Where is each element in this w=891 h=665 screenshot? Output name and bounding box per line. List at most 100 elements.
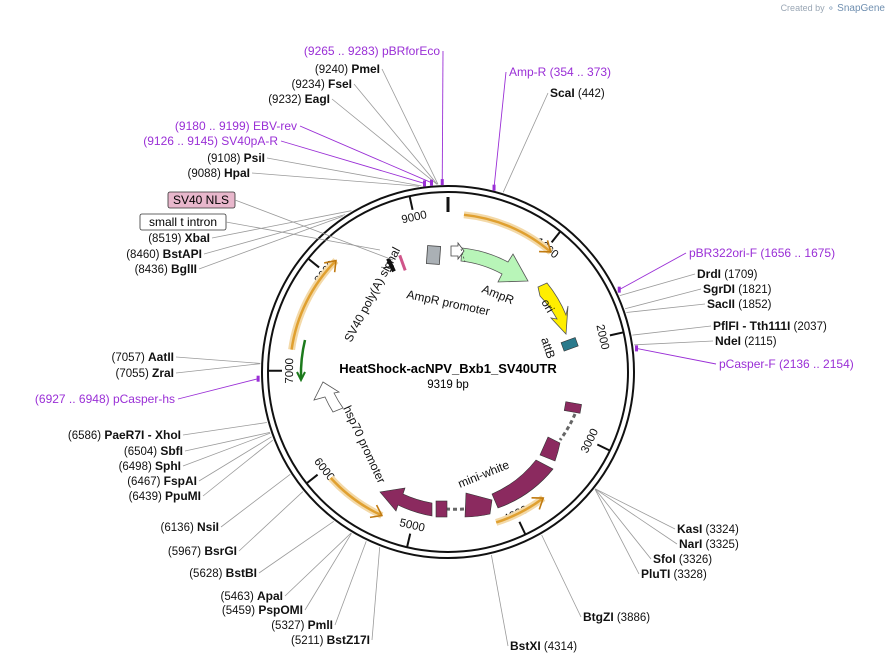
site-position: (8519) (148, 233, 184, 245)
primer-label[interactable]: (9126 .. 9145) SV40pA-R (143, 134, 278, 148)
site-label-left[interactable]: (6504) SbfI (124, 444, 183, 458)
site-label-right[interactable]: ScaI (442) (550, 86, 605, 100)
site-label-left[interactable]: (6498) SphI (119, 459, 181, 473)
site-position: (1852) (735, 299, 772, 311)
primer-label[interactable]: pBR322ori-F (1656 .. 1675) (689, 246, 835, 260)
site-leader (626, 303, 706, 313)
site-label-right[interactable]: BstXI (4314) (510, 639, 577, 653)
site-name: NsiI (197, 520, 219, 534)
site-name: PflFI - Tth111I (713, 319, 790, 333)
site-label-right[interactable]: PflFI - Tth111I (2037) (713, 319, 827, 333)
primer-label[interactable]: Amp-R (354 .. 373) (509, 65, 611, 79)
orf-arrow[interactable] (463, 213, 552, 253)
mini-white-exon-1[interactable] (563, 401, 582, 414)
orf-arrow[interactable] (290, 259, 337, 350)
site-label-left[interactable]: (9234) FseI (292, 77, 352, 91)
tick-label: 7000 (284, 358, 296, 384)
site-label-left[interactable]: (8519) XbaI (148, 231, 210, 245)
mini-white-exon-4[interactable] (464, 492, 493, 518)
mini-white-exon-3[interactable] (491, 459, 554, 509)
orf-arrow[interactable] (495, 497, 544, 524)
site-position: (8460) (126, 249, 162, 261)
primer-name: Amp-R (509, 65, 550, 79)
site-position: (5628) (189, 568, 225, 580)
site-leader (541, 534, 582, 618)
site-label-left[interactable]: (5628) BstBI (189, 566, 257, 580)
ampr-feature[interactable] (460, 247, 529, 283)
primer-range: (2136 .. 2154) (779, 357, 854, 371)
site-label-left[interactable]: (7057) AatII (112, 350, 174, 364)
site-leader (211, 210, 352, 239)
site-leader (266, 157, 422, 187)
site-leader (220, 473, 291, 528)
site-label-left[interactable]: (6439) PpuMI (129, 489, 201, 503)
primer-label[interactable]: (9265 .. 9283) pBRforEco (304, 44, 440, 58)
tick-label: 5000 (398, 517, 426, 535)
site-label-left[interactable]: (9108) PsiI (207, 151, 265, 165)
ampr-promoter-feature[interactable] (425, 245, 442, 265)
site-label-left[interactable]: (6136) NsiI (161, 520, 219, 534)
site-name: BstBI (226, 566, 257, 580)
ori-feature[interactable] (537, 282, 569, 335)
site-name: PspOMI (258, 603, 303, 617)
site-label-left[interactable]: (6586) PaeR7I - XhoI (68, 428, 181, 442)
site-position: (2115) (741, 336, 777, 348)
site-leader (182, 432, 271, 467)
sv40-polya-feature[interactable] (386, 257, 396, 273)
orf-arrow[interactable] (329, 477, 383, 517)
site-label-left[interactable]: (8460) BstAPI (126, 247, 202, 261)
mini-white-exon-2[interactable] (539, 436, 561, 462)
primer-label[interactable]: pCasper-F (2136 .. 2154) (719, 357, 854, 371)
orf-arrowhead-icon (324, 259, 337, 273)
site-label-right[interactable]: SacII (1852) (707, 297, 772, 311)
site-leader (198, 215, 343, 270)
site-label-left[interactable]: (5327) PmlI (271, 618, 333, 632)
site-position: (5967) (168, 546, 204, 558)
mini-white-exon-5[interactable] (435, 500, 448, 518)
site-leader (502, 92, 549, 193)
site-position: (9088) (188, 168, 224, 180)
primer-label[interactable]: (6927 .. 6948) pCasper-hs (35, 392, 175, 406)
site-label-left[interactable]: (9232) EagI (268, 92, 330, 106)
site-label-right[interactable]: SfoI (3326) (653, 552, 712, 566)
site-name: AatII (148, 350, 174, 364)
site-label-right[interactable]: NarI (3325) (679, 537, 739, 551)
site-leader (175, 363, 261, 374)
hsp70-promoter-feature[interactable] (313, 381, 344, 413)
site-label-left[interactable]: (5211) BstZ17I (291, 633, 370, 647)
site-leader (595, 488, 676, 530)
site-label-left[interactable]: (5459) PspOMI (222, 603, 303, 617)
tick-label: 9000 (401, 209, 429, 226)
site-label-right[interactable]: KasI (3324) (677, 522, 739, 536)
site-label-left[interactable]: (9240) PmeI (315, 62, 380, 76)
site-label-right[interactable]: NdeI (2115) (715, 334, 777, 348)
primer-label[interactable]: (9180 .. 9199) EBV-rev (175, 119, 297, 133)
site-label-left[interactable]: (6467) FspAI (127, 474, 197, 488)
site-label-right[interactable]: PluTI (3328) (641, 567, 707, 581)
site-label-left[interactable]: (7055) ZraI (116, 366, 174, 380)
site-position: (9234) (292, 79, 328, 91)
site-label-right[interactable]: BtgZI (3886) (583, 610, 650, 624)
site-label-left[interactable]: (9088) HpaI (188, 166, 250, 180)
primer-leader (493, 71, 507, 188)
site-leader (634, 340, 714, 346)
site-label-left[interactable]: (5463) ApaI (221, 589, 283, 603)
sv40-nls-feature[interactable] (398, 254, 407, 271)
site-label-left[interactable]: (5967) BsrGI (168, 544, 237, 558)
site-name: BsrGI (204, 544, 237, 558)
backbone-inner (267, 191, 629, 553)
primer-name: SV40pA-R (221, 134, 278, 148)
primer-leader (441, 50, 444, 183)
sv40-nls-label: SV40 NLS (173, 193, 229, 207)
primer-name: pCasper-F (719, 357, 779, 371)
primer-leader (636, 347, 717, 365)
site-label-right[interactable]: DrdI (1709) (697, 267, 758, 281)
site-label-left[interactable]: (8436) BglII (135, 262, 197, 276)
site-position: (5463) (221, 591, 257, 603)
attb-feature[interactable] (560, 337, 579, 352)
site-position: (442) (575, 88, 605, 100)
site-name: HpaI (224, 166, 250, 180)
site-label-right[interactable]: SgrDI (1821) (703, 282, 772, 296)
mini-white-exon-6[interactable] (379, 487, 433, 517)
